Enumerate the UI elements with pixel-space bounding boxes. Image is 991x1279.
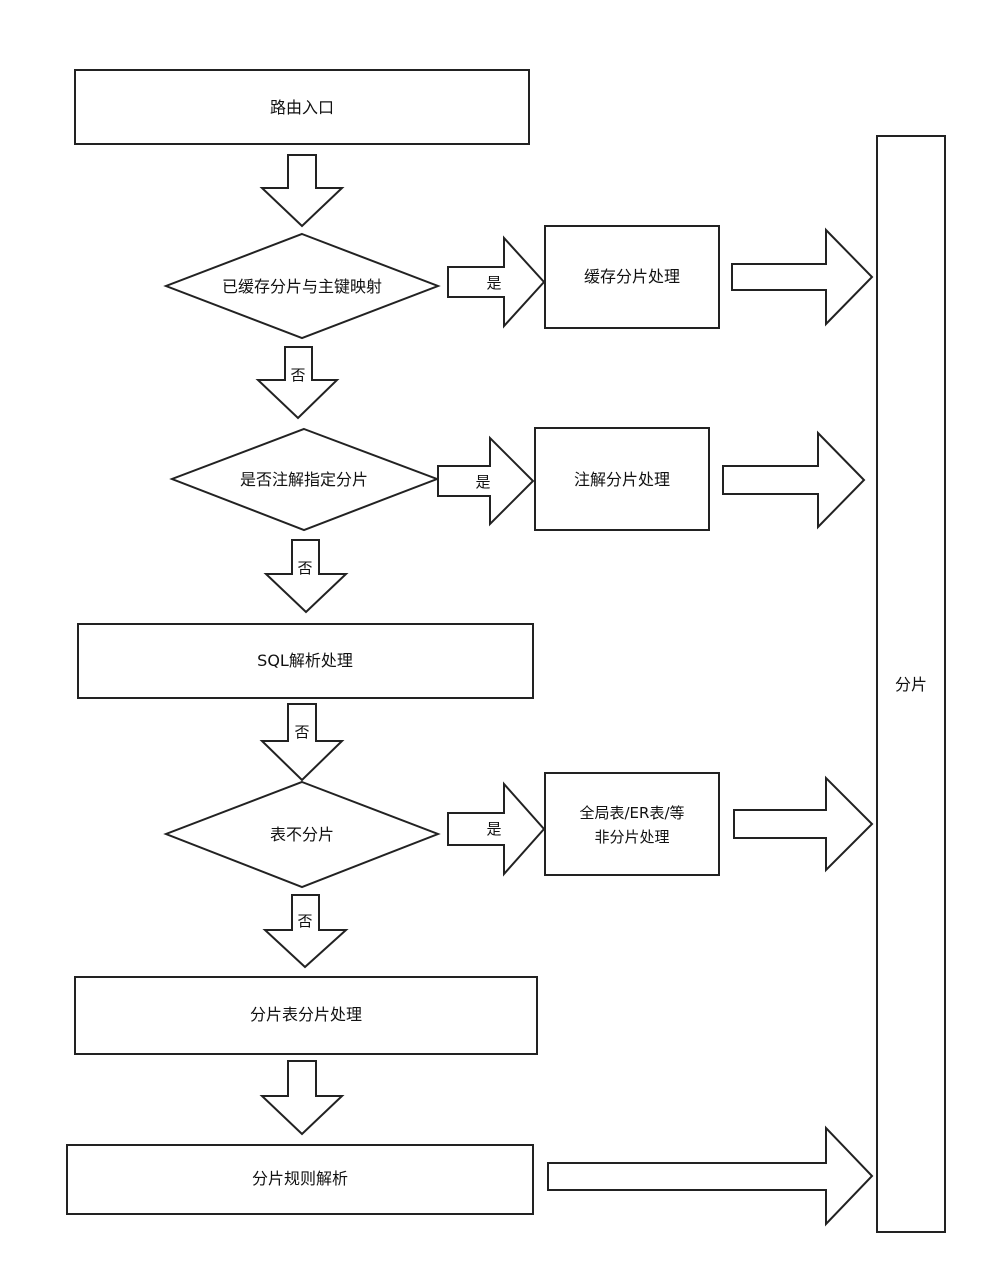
yes-label: 是 xyxy=(486,274,501,292)
no-label: 否 xyxy=(297,912,312,930)
annotation-decision-label: 是否注解指定分片 xyxy=(240,470,368,489)
no-shard-decision-label: 表不分片 xyxy=(270,825,334,844)
down-arrow-icon xyxy=(262,894,349,969)
right-arrow-icon xyxy=(731,227,874,327)
right-arrow-icon xyxy=(447,781,546,877)
yes-label: 是 xyxy=(475,473,490,491)
entry-box xyxy=(74,69,530,145)
shard-box xyxy=(876,135,946,1233)
no-shard-decision-diamond xyxy=(163,780,441,889)
down-arrow-icon xyxy=(255,346,340,420)
down-arrow-icon xyxy=(259,703,345,782)
sql-parse-label: SQL解析处理 xyxy=(257,651,353,670)
no-label: 否 xyxy=(294,723,309,741)
non-shard-process-label-line2: 非分片处理 xyxy=(594,828,669,846)
right-arrow-icon xyxy=(437,435,535,527)
non-shard-process-box xyxy=(544,772,720,876)
cached-process-box xyxy=(544,225,720,329)
annotation-process-box xyxy=(534,427,710,531)
shard-rule-parse-label: 分片规则解析 xyxy=(252,1169,348,1188)
down-arrow-icon xyxy=(263,539,349,614)
down-arrow-icon xyxy=(259,1060,345,1136)
cached-decision-diamond xyxy=(163,232,441,340)
no-label: 否 xyxy=(297,559,312,577)
down-arrow-icon xyxy=(259,154,345,228)
right-arrow-icon xyxy=(733,775,874,873)
entry-label: 路由入口 xyxy=(270,98,334,117)
shard-label: 分片 xyxy=(895,675,927,694)
sql-parse-box xyxy=(77,623,534,699)
yes-label: 是 xyxy=(486,820,501,838)
right-arrow-icon xyxy=(547,1125,874,1227)
cached-decision-label: 已缓存分片与主键映射 xyxy=(222,277,382,296)
non-shard-process-label-line1: 全局表/ER表/等 xyxy=(579,804,684,822)
shard-table-process-label: 分片表分片处理 xyxy=(250,1005,362,1024)
shard-table-process-box xyxy=(74,976,538,1055)
shard-rule-parse-box xyxy=(66,1144,534,1215)
cached-process-label: 缓存分片处理 xyxy=(584,267,680,286)
annotation-decision-diamond xyxy=(169,427,440,532)
right-arrow-icon xyxy=(447,235,546,329)
right-arrow-icon xyxy=(722,430,866,530)
annotation-process-label: 注解分片处理 xyxy=(574,470,670,489)
no-label: 否 xyxy=(290,366,305,384)
